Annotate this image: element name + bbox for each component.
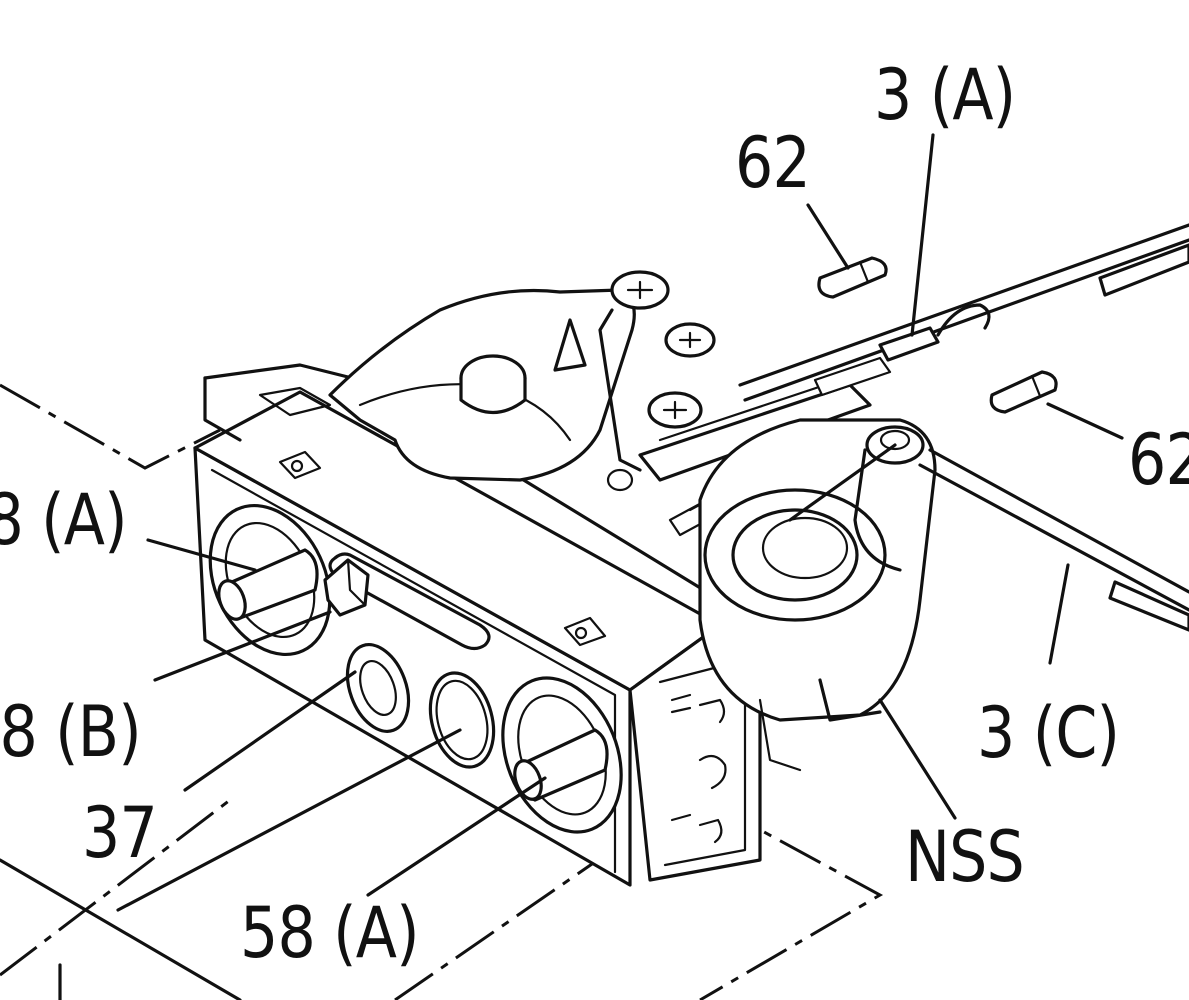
label-58a-top: 58 (A) bbox=[0, 479, 128, 561]
pin-62-top bbox=[817, 256, 888, 299]
cam-mechanism bbox=[328, 270, 872, 537]
knob-58b bbox=[323, 558, 370, 617]
item-37-knob bbox=[345, 643, 411, 733]
label-58a-bottom: 58 (A) bbox=[240, 892, 420, 974]
leader-lines bbox=[116, 133, 1124, 912]
label-58b: 58 (B) bbox=[0, 691, 142, 773]
blank-opening bbox=[428, 671, 496, 769]
label-37: 37 bbox=[82, 792, 158, 874]
label-62-right: 62 bbox=[1128, 419, 1189, 501]
cables bbox=[738, 223, 1189, 632]
label-nss: NSS bbox=[905, 816, 1025, 898]
label-3a: 3 (A) bbox=[874, 54, 1016, 136]
label-62-top: 62 bbox=[735, 122, 811, 204]
knob-58a-right bbox=[501, 676, 623, 834]
pin-62-right bbox=[989, 370, 1058, 414]
knob-58a-left bbox=[208, 503, 332, 657]
label-3c: 3 (C) bbox=[977, 692, 1120, 774]
end-face-markings bbox=[670, 693, 727, 844]
